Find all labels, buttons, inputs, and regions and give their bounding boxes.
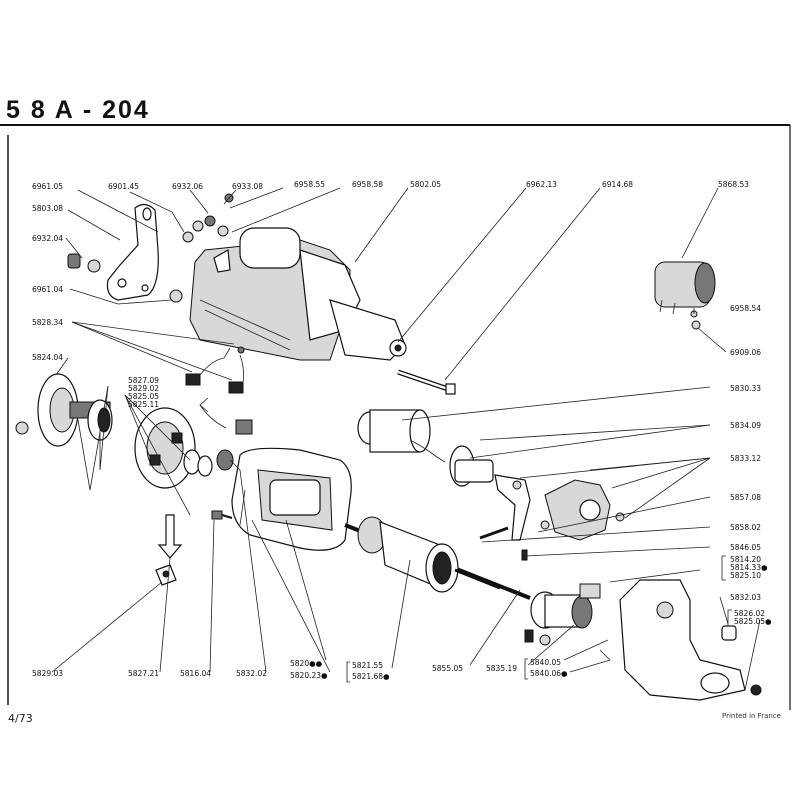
part-label-5820-23: 5820.23● xyxy=(290,671,328,680)
part-label-6933-08: 6933.08 xyxy=(232,182,263,191)
part-label-6914-68: 6914.68 xyxy=(602,180,633,189)
brushes-drawing xyxy=(185,346,245,394)
bracket-5814-group xyxy=(721,555,726,581)
starter-motor-assembly-drawing xyxy=(189,227,407,361)
part-label-5821-68: 5821.68● xyxy=(352,672,390,681)
drive-end-housing-small-drawing xyxy=(544,479,625,541)
part-label-5827-09: 5827.09 xyxy=(128,376,159,385)
brush-plate-drawing xyxy=(134,407,253,489)
part-number-labels: 6961.05 6901.45 6932.06 6933.08 6958.55 … xyxy=(32,180,772,683)
part-label-5835-19: 5835.19 xyxy=(486,664,517,673)
part-label-5828-34: 5828.34 xyxy=(32,318,63,327)
part-label-5858-02: 5858.02 xyxy=(730,523,761,532)
part-label-5857-08: 5857.08 xyxy=(730,493,761,502)
part-label-6962-13: 6962.13 xyxy=(526,180,557,189)
part-label-6901-45: 6901.45 xyxy=(108,182,139,191)
mounting-bracket-drawing xyxy=(106,203,159,301)
bracket-5840-group xyxy=(524,658,528,680)
part-label-5814-33: 5814.33● xyxy=(730,563,768,572)
part-label-5826-02: 5826.02 xyxy=(734,609,765,618)
part-label-6958-54: 6958.54 xyxy=(730,304,761,313)
washers-left-drawing xyxy=(67,193,234,303)
part-label-5820: 5820●● xyxy=(290,659,323,668)
page-title: 5 8 A - 204 xyxy=(6,96,150,124)
part-label-6909-06: 6909.06 xyxy=(730,348,761,357)
part-label-5802-05: 5802.05 xyxy=(410,180,441,189)
part-label-5840-06: 5840.06● xyxy=(530,669,568,678)
part-label-5814-20: 5814.20 xyxy=(730,555,761,564)
printed-note: Printed in France xyxy=(722,712,781,720)
part-label-5827-21: 5827.21 xyxy=(128,669,159,678)
part-label-5834-09: 5834.09 xyxy=(730,421,761,430)
through-bolt-drawing xyxy=(397,369,456,395)
part-label-5832-03: 5832.03 xyxy=(730,593,761,602)
part-label-5832-02: 5832.02 xyxy=(236,669,267,678)
solenoid-plunger-drawing xyxy=(357,409,550,561)
bracket-5826-group xyxy=(727,609,732,627)
part-label-6932-04: 6932.04 xyxy=(32,234,63,243)
part-label-5846-05: 5846.05 xyxy=(730,543,761,552)
part-label-5830-33: 5830.33 xyxy=(730,384,761,393)
part-label-5816-04: 5816.04 xyxy=(180,669,211,678)
part-label-5855-05: 5855.05 xyxy=(432,664,463,673)
part-label-5825-10: 5825.10 xyxy=(730,571,761,580)
part-label-6932-06: 6932.06 xyxy=(172,182,203,191)
commutator-end-cover-drawing xyxy=(15,373,113,447)
part-label-6961-04: 6961.04 xyxy=(32,285,63,294)
small-screws-drawing xyxy=(155,510,233,586)
part-label-5825-05b: 5825.05● xyxy=(734,617,772,626)
part-label-6958-58: 6958.58 xyxy=(352,180,383,189)
part-label-6961-05: 6961.05 xyxy=(32,182,63,191)
diagram-frame xyxy=(0,124,791,710)
part-label-5833-12: 5833.12 xyxy=(730,454,761,463)
part-label-5829-03: 5829.03 xyxy=(32,669,63,678)
armature-drawing xyxy=(344,516,531,600)
solenoid-drawing xyxy=(654,261,716,330)
leader-lines xyxy=(51,187,761,691)
part-label-5825-05a: 5825.05 xyxy=(128,392,159,401)
arrow-down-drawing xyxy=(157,397,227,559)
bracket-5821-group xyxy=(346,661,350,683)
part-label-5829-02: 5829.02 xyxy=(128,384,159,393)
part-label-5824-04: 5824.04 xyxy=(32,353,63,362)
part-label-5821-55: 5821.55 xyxy=(352,661,383,670)
part-label-5825-11: 5825.11 xyxy=(128,400,159,409)
pinion-drive-drawing xyxy=(524,591,611,661)
part-label-6958-55: 6958.55 xyxy=(294,180,325,189)
page-number: 4/73 xyxy=(8,712,33,725)
drive-end-housing-drawing xyxy=(579,579,762,701)
part-label-5803-08: 5803.08 xyxy=(32,204,63,213)
part-label-5868-53: 5868.53 xyxy=(718,180,749,189)
field-coils-drawing xyxy=(231,447,352,551)
part-label-5840-05: 5840.05 xyxy=(530,658,561,667)
